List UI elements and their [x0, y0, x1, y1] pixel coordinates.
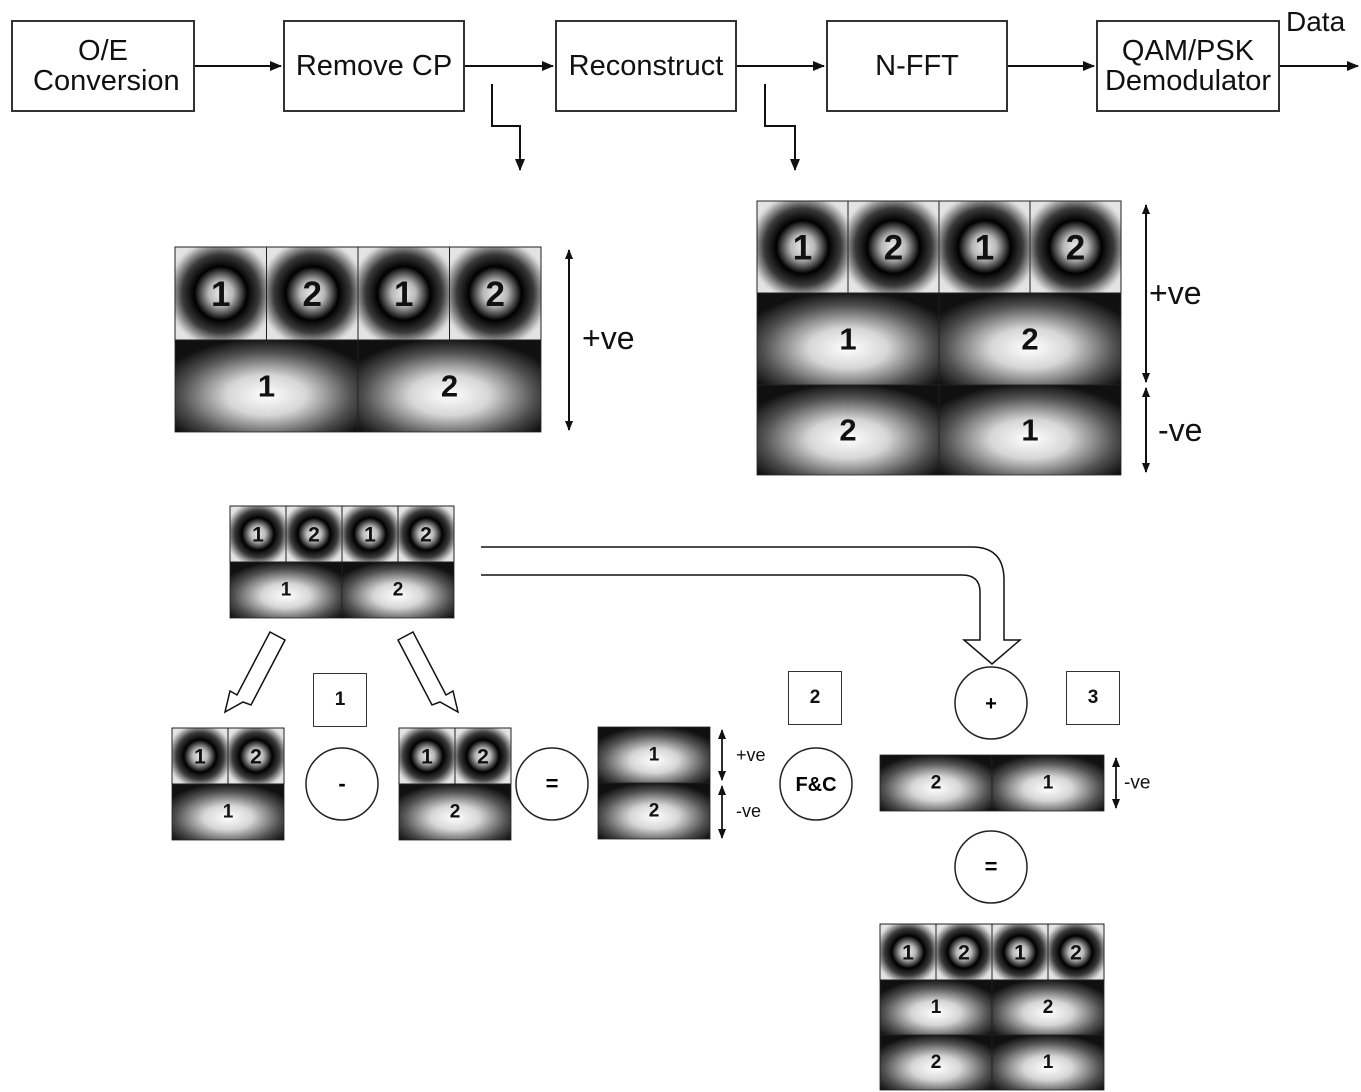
- subcarrier-label: 2: [931, 773, 942, 794]
- subcarrier-label: 2: [441, 369, 458, 404]
- neg-label: -ve: [1158, 412, 1202, 448]
- step-3-box: 3: [1066, 671, 1120, 725]
- subcarrier-label: 2: [420, 524, 432, 547]
- hollow-arrow-left: [225, 632, 285, 712]
- subcarrier-label: 1: [975, 229, 994, 268]
- subcarrier-label: 1: [211, 275, 230, 314]
- subcarrier-label: 2: [1066, 229, 1085, 268]
- subcarrier-label: 2: [839, 413, 856, 448]
- step-2-label: 2: [810, 687, 821, 709]
- subcarrier-label: 1: [1014, 942, 1026, 965]
- subcarrier-label: 2: [931, 1052, 942, 1073]
- subcarrier-label: 1: [252, 524, 264, 547]
- subcarrier-label: 1: [258, 369, 275, 404]
- subcarrier-label: 2: [486, 275, 505, 314]
- tap-arrow-after-remove-cp: [492, 84, 520, 170]
- pos-label: +ve: [736, 745, 766, 765]
- subcarrier-label: 1: [281, 580, 292, 601]
- subcarrier-label: 1: [902, 942, 914, 965]
- subcarrier-label: 2: [1070, 942, 1082, 965]
- pos-label: +ve: [1149, 275, 1201, 311]
- subcarrier-label: 2: [308, 524, 320, 547]
- pos-label: +ve: [582, 320, 634, 356]
- equals-operator-2: =: [985, 854, 998, 879]
- subcarrier-label: 1: [394, 275, 413, 314]
- subcarrier-label: 1: [839, 322, 856, 357]
- hollow-arrow-right: [398, 632, 458, 712]
- flip-combine-label: F&C: [795, 774, 836, 796]
- plus-operator: +: [985, 693, 997, 715]
- step-1-label: 1: [335, 689, 346, 711]
- neg-label: -ve: [1124, 773, 1150, 794]
- subcarrier-label: 2: [393, 580, 404, 601]
- subcarrier-label: 2: [250, 746, 262, 769]
- neg-label: -ve: [736, 801, 761, 821]
- step-3-label: 3: [1088, 687, 1099, 709]
- subcarrier-label: 1: [931, 997, 942, 1018]
- step-2-box: 2: [788, 671, 842, 725]
- subcarrier-label: 2: [450, 802, 461, 823]
- step-1-box: 1: [313, 673, 367, 727]
- tap-arrow-after-reconstruct: [765, 84, 795, 170]
- subcarrier-label: 1: [1043, 773, 1054, 794]
- subcarrier-label: 2: [1043, 997, 1054, 1018]
- subcarrier-label: 2: [884, 229, 903, 268]
- subcarrier-label: 2: [649, 801, 660, 822]
- subcarrier-label: 1: [649, 745, 660, 766]
- subcarrier-label: 2: [958, 942, 970, 965]
- equals-operator: =: [546, 771, 559, 796]
- subcarrier-label: 2: [477, 746, 489, 769]
- hollow-arrow-to-adder: [481, 547, 1020, 664]
- subcarrier-label: 1: [793, 229, 812, 268]
- subcarrier-label: 1: [223, 802, 234, 823]
- subcarrier-label: 1: [1043, 1052, 1054, 1073]
- subcarrier-label: 2: [303, 275, 322, 314]
- subcarrier-label: 1: [1021, 413, 1038, 448]
- subcarrier-label: 1: [194, 746, 206, 769]
- subcarrier-label: 1: [364, 524, 376, 547]
- subcarrier-label: 2: [1021, 322, 1038, 357]
- minus-operator: -: [338, 771, 345, 796]
- subcarrier-label: 1: [421, 746, 433, 769]
